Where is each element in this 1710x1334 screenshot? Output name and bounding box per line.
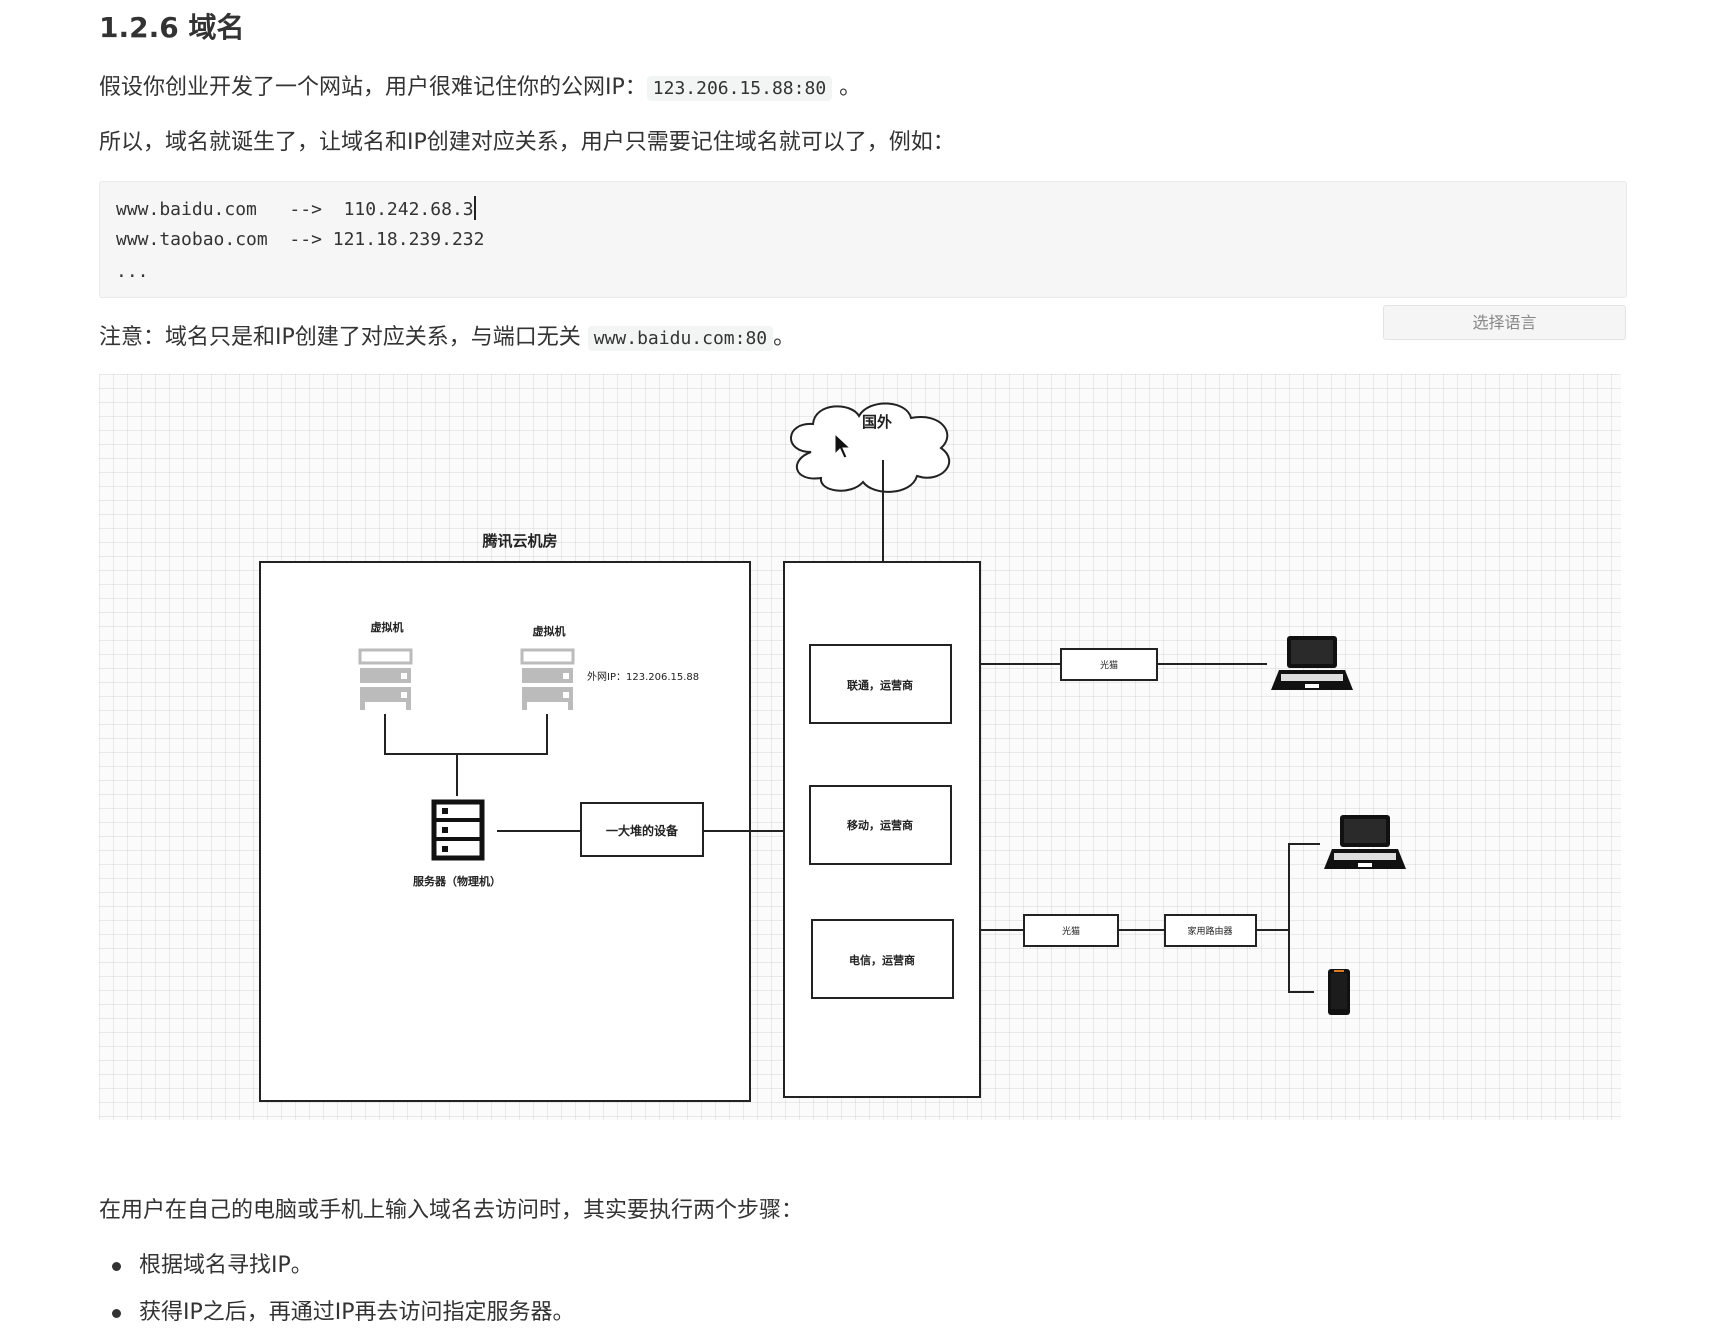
vm-connector-line bbox=[384, 714, 548, 755]
modem1-label: 光猫 bbox=[1100, 659, 1118, 671]
code-line-2: www.taobao.com --> 121.18.239.232 bbox=[116, 229, 485, 250]
section-heading: 1.2.6 域名 bbox=[99, 11, 245, 44]
isp-unicom-label: 联通，运营商 bbox=[847, 678, 913, 692]
smartphone-icon bbox=[1328, 969, 1350, 1015]
isp-telecom-box bbox=[811, 919, 954, 999]
code-line-1: www.baidu.com --> 110.242.68.3 bbox=[116, 196, 476, 222]
server-rack-icon bbox=[358, 648, 413, 710]
network-diagram: 国外 腾讯云机房 虚拟机 虚拟机 外网IP：12 bbox=[99, 374, 1621, 1120]
isp-mobile-box bbox=[809, 785, 952, 865]
paragraph-steps-intro: 在用户在自己的电脑或手机上输入域名去访问时，其实要执行两个步骤： bbox=[99, 1198, 804, 1223]
isp-unicom-box bbox=[809, 644, 952, 724]
vm2-label: 虚拟机 bbox=[533, 624, 566, 638]
paragraph-text: 假设你创业开发了一个网站，用户很难记住你的公网IP： bbox=[99, 75, 647, 100]
public-ip-label: 外网IP：123.206.15.88 bbox=[587, 671, 699, 683]
bullet-dot bbox=[112, 1262, 121, 1271]
paragraph-text: 注意：域名只是和IP创建了对应关系，与端口无关 bbox=[99, 325, 588, 350]
modem1-box bbox=[1060, 648, 1158, 681]
physical-server-icon bbox=[431, 799, 485, 861]
paragraph-suffix: 。 bbox=[773, 325, 796, 350]
inline-code-ip: 123.206.15.88:80 bbox=[646, 76, 833, 101]
server-label: 服务器（物理机） bbox=[413, 874, 501, 888]
router-label: 家用路由器 bbox=[1187, 925, 1232, 937]
router-branch-line bbox=[1288, 843, 1320, 993]
mouse-cursor-icon bbox=[834, 432, 852, 459]
code-block[interactable]: www.baidu.com --> 110.242.68.3 www.taoba… bbox=[99, 181, 1627, 298]
cloud-label: 国外 bbox=[862, 413, 892, 431]
room-title: 腾讯云机房 bbox=[481, 532, 557, 550]
bullet-dot bbox=[112, 1309, 121, 1318]
network-diagram-svg: 国外 腾讯云机房 虚拟机 虚拟机 外网IP：12 bbox=[259, 402, 1406, 1102]
isp-telecom-label: 电信，运营商 bbox=[849, 953, 915, 967]
text-caret bbox=[473, 196, 476, 220]
router-box bbox=[1164, 914, 1257, 947]
cloud-shape bbox=[790, 402, 950, 493]
code-line-3: ... bbox=[116, 261, 149, 282]
list-item: 获得IP之后，再通过IP再去访问指定服务器。 bbox=[139, 1300, 575, 1325]
paragraph-domain-intro: 所以，域名就诞生了，让域名和IP创建对应关系，用户只需要记住域名就可以了，例如： bbox=[99, 130, 955, 155]
server-rack-icon bbox=[520, 648, 575, 710]
modem2-label: 光猫 bbox=[1062, 925, 1080, 937]
device-label: 一大堆的设备 bbox=[606, 823, 679, 838]
paragraph-public-ip: 假设你创业开发了一个网站，用户很难记住你的公网IP：123.206.15.88:… bbox=[99, 72, 861, 105]
device-box bbox=[580, 802, 704, 857]
isp-mobile-label: 移动，运营商 bbox=[847, 818, 913, 832]
laptop-icon bbox=[1271, 636, 1353, 690]
vm1-label: 虚拟机 bbox=[371, 620, 404, 634]
select-language-button[interactable]: 选择语言 bbox=[1383, 305, 1626, 340]
paragraph-port-note: 注意：域名只是和IP创建了对应关系，与端口无关 www.baidu.com:80… bbox=[99, 322, 795, 355]
laptop-icon bbox=[1324, 815, 1406, 869]
paragraph-suffix: 。 bbox=[832, 75, 862, 100]
inline-code-domain-port: www.baidu.com:80 bbox=[587, 326, 774, 351]
list-item: 根据域名寻找IP。 bbox=[139, 1253, 313, 1278]
